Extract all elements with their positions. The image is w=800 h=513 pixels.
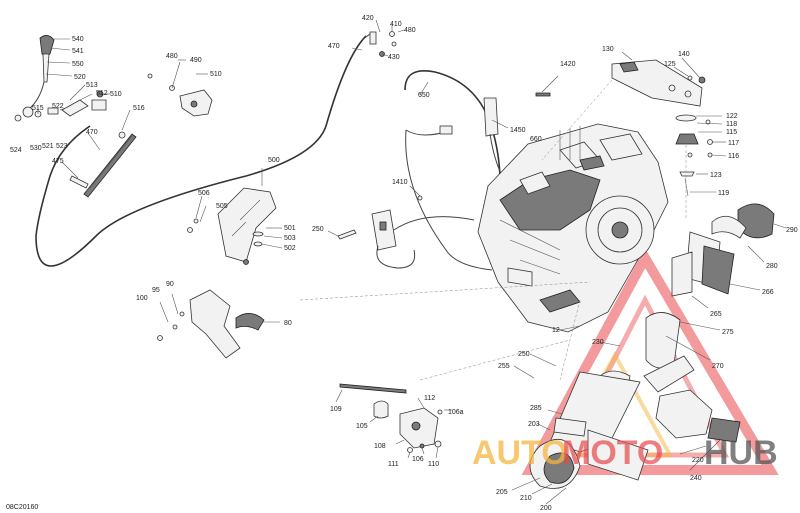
callout-512: 512 xyxy=(96,90,108,97)
callout-205: 205 xyxy=(496,489,508,496)
diagram-code: 08C20160 xyxy=(6,504,38,511)
callout-505: 505 xyxy=(216,203,228,210)
callout-522: 522 xyxy=(52,103,64,110)
callout-255: 255 xyxy=(498,363,510,370)
callout-510-bracket: 510 xyxy=(210,71,222,78)
callout-660: 660 xyxy=(530,136,542,143)
callout-521: 521 xyxy=(42,143,54,150)
callout-506: 506 xyxy=(198,190,210,197)
engine-block xyxy=(477,123,669,333)
callout-116: 116 xyxy=(728,153,739,160)
cvt-intake-duct xyxy=(671,203,787,309)
callout-550: 550 xyxy=(72,61,84,68)
sensor-1410 xyxy=(327,185,475,269)
callout-250: 250 xyxy=(312,226,324,233)
watermark-text: AUTO MOTO HUB xyxy=(472,434,778,472)
callout-513: 513 xyxy=(86,82,98,89)
callout-502: 502 xyxy=(284,245,296,252)
callout-480-top: 480 xyxy=(404,27,416,34)
breather-hose xyxy=(404,70,501,183)
callout-410: 410 xyxy=(390,21,402,28)
callout-280: 280 xyxy=(766,263,778,270)
callout-95: 95 xyxy=(152,287,160,294)
cvt-outlet-duct xyxy=(511,312,741,505)
callout-109: 109 xyxy=(330,406,342,413)
callout-105: 105 xyxy=(356,423,368,430)
callout-285: 285 xyxy=(530,405,542,412)
callout-470-left: 470 xyxy=(86,129,98,136)
callout-500: 500 xyxy=(268,157,280,164)
callout-119: 119 xyxy=(718,190,729,197)
callout-290: 290 xyxy=(786,227,798,234)
callout-220: 220 xyxy=(692,457,704,464)
watermark-hub: HUB xyxy=(704,434,778,472)
callout-520: 520 xyxy=(74,74,86,81)
callout-140: 140 xyxy=(678,51,690,58)
callout-200: 200 xyxy=(540,505,552,512)
callout-266: 266 xyxy=(762,289,774,296)
callout-530: 530 xyxy=(30,145,42,152)
callout-130: 130 xyxy=(602,46,614,53)
callout-125: 125 xyxy=(664,61,676,68)
callout-524: 524 xyxy=(10,147,22,154)
watermark-moto: MOTO xyxy=(562,434,663,472)
sensor-wiring xyxy=(405,75,559,271)
callout-650: 650 xyxy=(418,92,430,99)
callout-12: 12 xyxy=(552,327,560,334)
callout-210: 210 xyxy=(520,495,532,502)
callout-122: 122 xyxy=(726,113,738,120)
callout-111: 111 xyxy=(388,461,399,468)
callout-106: 106 xyxy=(412,456,424,463)
callout-470-top: 470 xyxy=(328,43,340,50)
callout-123: 123 xyxy=(710,172,722,179)
callout-265: 265 xyxy=(710,311,722,318)
engine-mount-130 xyxy=(611,51,727,220)
pedal-assembly-80 xyxy=(157,289,280,359)
callout-240: 240 xyxy=(690,475,702,482)
bracket-490 xyxy=(147,59,213,117)
alignment-dashes xyxy=(299,79,613,381)
callout-115: 115 xyxy=(726,129,737,136)
callout-515: 515 xyxy=(32,105,44,112)
shift-cable xyxy=(35,19,405,267)
callout-475: 475 xyxy=(52,158,64,165)
callout-250-lower: 250 xyxy=(518,351,530,358)
callout-275: 275 xyxy=(722,329,734,336)
callout-541: 541 xyxy=(72,48,84,55)
callout-1450: 1450 xyxy=(510,127,526,134)
callout-490: 490 xyxy=(190,57,202,64)
watermark-auto: AUTO xyxy=(472,434,568,472)
shifter-lever-assembly xyxy=(14,35,137,198)
callout-90: 90 xyxy=(166,281,174,288)
callout-106a: 106a xyxy=(448,409,464,416)
callout-1410: 1410 xyxy=(392,179,408,186)
callout-523: 523 xyxy=(56,143,68,150)
callout-203: 203 xyxy=(528,421,540,428)
callout-118: 118 xyxy=(726,121,737,128)
callout-108: 108 xyxy=(374,443,386,450)
callout-540: 540 xyxy=(72,36,84,43)
callout-112: 112 xyxy=(424,395,435,402)
callout-1420: 1420 xyxy=(560,61,576,68)
callout-503: 503 xyxy=(284,235,296,242)
callout-100: 100 xyxy=(136,295,148,302)
leader-lines-left xyxy=(37,38,131,179)
engine-mount-lower xyxy=(335,383,452,459)
callout-480: 480 xyxy=(166,53,178,60)
callout-510: 510 xyxy=(110,91,122,98)
callout-230: 230 xyxy=(592,339,604,346)
callout-110: 110 xyxy=(428,461,439,468)
callout-labels: 540 541 550 520 513 512 510 522 515 516 … xyxy=(10,15,798,512)
callout-270: 270 xyxy=(712,363,724,370)
callout-516: 516 xyxy=(133,105,145,112)
callout-501: 501 xyxy=(284,225,296,232)
callout-430: 430 xyxy=(388,54,400,61)
callout-80: 80 xyxy=(284,320,292,327)
bracket-500 xyxy=(187,168,283,265)
callout-117: 117 xyxy=(728,140,739,147)
callout-420: 420 xyxy=(362,15,374,22)
